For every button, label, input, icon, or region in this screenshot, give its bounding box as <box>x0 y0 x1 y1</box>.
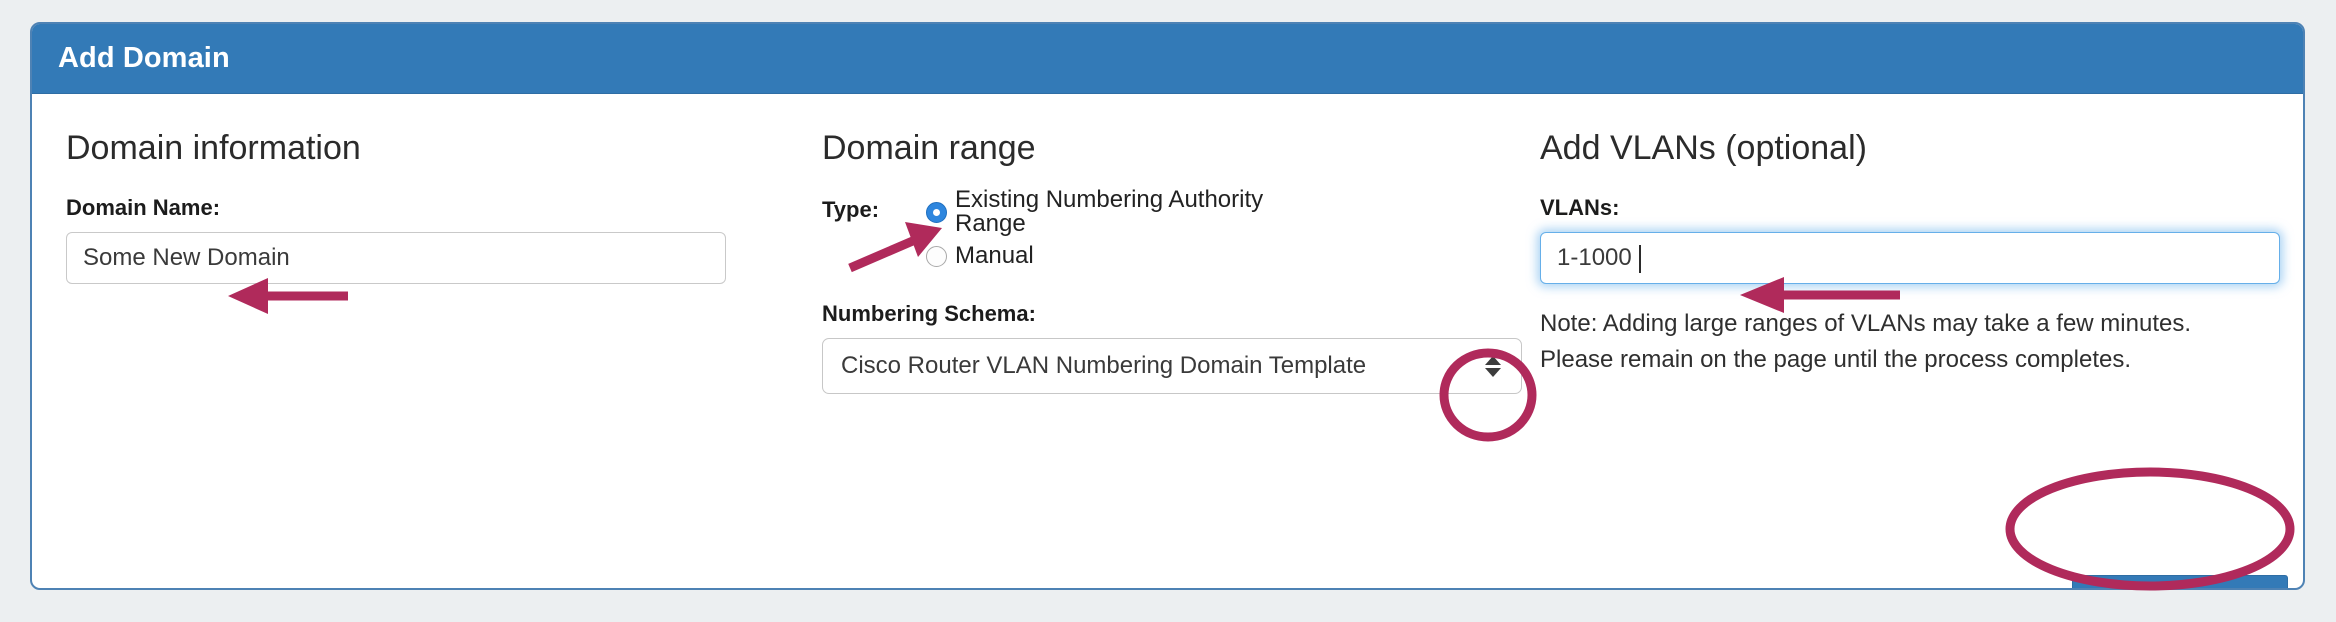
radio-unselected-icon[interactable] <box>926 245 947 267</box>
add-domain-button[interactable]: Add Domain <box>2072 575 2288 588</box>
domain-name-input[interactable] <box>66 232 726 285</box>
radio-option-existing-range[interactable]: Existing Numbering Authority Range <box>926 188 1322 236</box>
select-updown-chevron-icon[interactable] <box>1485 351 1501 381</box>
panel-header: Add Domain <box>32 24 2303 94</box>
panel-body: Domain information Domain Name: Domain r… <box>32 94 2303 588</box>
type-radio-group: Existing Numbering Authority Range Manua… <box>926 188 1322 273</box>
page-title: Add Domain <box>58 42 230 74</box>
add-domain-panel: Add Domain Domain information Domain Nam… <box>30 22 2305 590</box>
radio-option-manual[interactable]: Manual <box>926 239 1322 273</box>
numbering-schema-select[interactable]: Cisco Router VLAN Numbering Domain Templ… <box>822 338 1522 395</box>
type-row: Type: Existing Numbering Authority Range… <box>822 188 1322 273</box>
section-heading-add-vlans: Add VLANs (optional) <box>1540 129 1867 167</box>
column-add-vlans: Add VLANs (optional) VLANs: Note: Adding… <box>1540 94 2280 402</box>
radio-option-manual-label: Manual <box>955 242 1034 270</box>
numbering-schema-label: Numbering Schema: <box>822 301 1036 327</box>
domain-name-label: Domain Name: <box>66 195 221 221</box>
column-domain-information: Domain information Domain Name: <box>66 94 726 285</box>
vlans-input-wrapper <box>1540 232 2280 285</box>
section-heading-domain-range: Domain range <box>822 129 1036 167</box>
radio-selected-icon[interactable] <box>926 201 947 223</box>
type-label: Type: <box>822 197 880 223</box>
vlans-note: Note: Adding large ranges of VLANs may t… <box>1540 310 2192 374</box>
vlans-label: VLANs: <box>1540 195 1620 221</box>
numbering-schema-selected-value: Cisco Router VLAN Numbering Domain Templ… <box>841 352 1367 380</box>
column-domain-range: Domain range Type: Existing Numbering Au… <box>822 94 1522 395</box>
radio-option-existing-range-label: Existing Numbering Authority Range <box>955 186 1264 238</box>
vlans-input[interactable] <box>1540 232 2280 285</box>
section-heading-domain-information: Domain information <box>66 129 361 167</box>
text-caret <box>1639 245 1641 274</box>
